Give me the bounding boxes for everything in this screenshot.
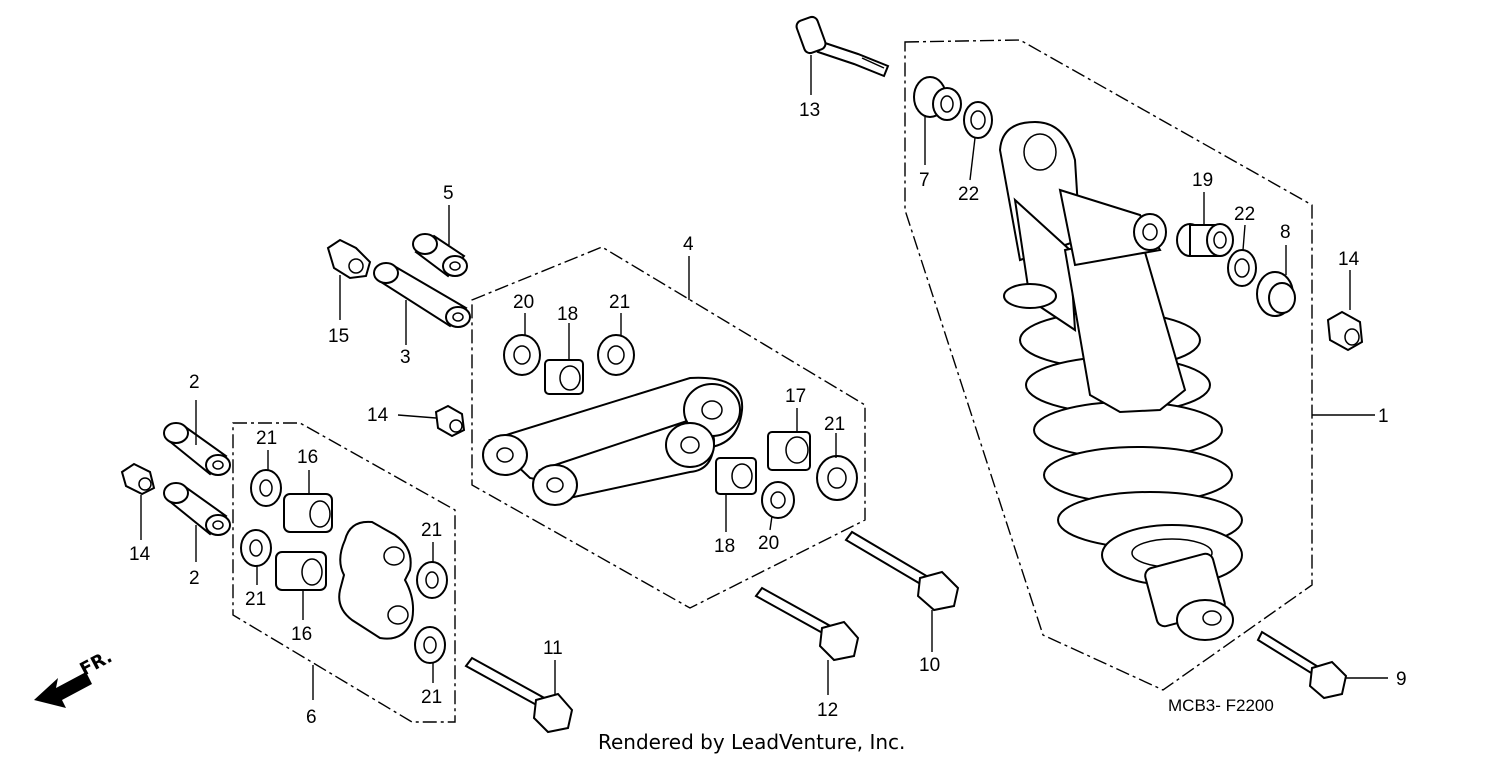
bearing-16-top[interactable] (283, 493, 333, 533)
bearing-17[interactable] (767, 431, 811, 471)
seal-22-right[interactable] (1227, 249, 1257, 287)
callout-labels: 1 2 2 3 4 5 6 7 8 9 10 11 12 13 14 14 14… (129, 100, 1407, 728)
bearing-19[interactable] (1176, 223, 1234, 257)
callout-8: 8 (1280, 222, 1291, 243)
nut-14-right[interactable] (1326, 310, 1364, 352)
seal-21-rod-top-right[interactable] (416, 561, 448, 599)
render-credit: Rendered by LeadVenture, Inc. (598, 730, 905, 754)
bolt-9[interactable] (1256, 630, 1348, 700)
callout-1: 1 (1378, 406, 1389, 427)
bolt-12[interactable] (754, 586, 860, 662)
callout-20-top: 20 (513, 292, 534, 313)
callout-11: 11 (543, 638, 563, 659)
callout-22-top: 22 (958, 184, 979, 205)
callout-18-top: 18 (557, 304, 578, 325)
nut-15[interactable] (326, 238, 372, 280)
callout-19: 19 (1192, 170, 1213, 191)
nut-14-middle[interactable] (434, 404, 466, 438)
bearing-16-bottom[interactable] (275, 551, 327, 591)
callout-21-arm-top: 21 (609, 292, 630, 313)
callout-6: 6 (306, 707, 317, 728)
group-outline-cushion-arm (471, 246, 866, 609)
callout-20-bottom: 20 (758, 533, 779, 554)
callout-10: 10 (919, 655, 940, 676)
callout-12: 12 (817, 700, 838, 721)
collar-2-top[interactable] (163, 422, 231, 476)
collar-7[interactable] (913, 76, 962, 121)
seal-22-top[interactable] (963, 101, 993, 139)
seal-21-rod-bottom-right[interactable] (414, 626, 446, 664)
collar-2-bottom[interactable] (163, 482, 231, 536)
callout-15: 15 (328, 326, 349, 347)
callout-3: 3 (400, 347, 411, 368)
nut-14-left[interactable] (120, 462, 156, 496)
callout-21-rod-bottom-right: 21 (421, 687, 442, 708)
callout-14-middle: 14 (367, 405, 389, 426)
callout-21-rod-top-right: 21 (421, 520, 442, 541)
callout-21-arm-right: 21 (824, 414, 845, 435)
seal-20-top[interactable] (503, 334, 541, 376)
callout-21-rod-top-left: 21 (256, 428, 277, 449)
leader-lines (140, 55, 1388, 700)
callout-2-top: 2 (189, 372, 200, 393)
drawing-code: MCB3- F2200 (1168, 696, 1274, 715)
collar-8[interactable] (1256, 271, 1296, 317)
seal-21-rod-bottom-left[interactable] (240, 529, 272, 567)
seal-21-rod-top-left[interactable] (250, 469, 282, 507)
callout-13: 13 (799, 100, 820, 121)
callout-18-bottom: 18 (714, 536, 735, 557)
front-arrow-icon (34, 672, 92, 708)
group-outline-shock (904, 39, 1313, 691)
bolt-13[interactable] (795, 15, 890, 78)
callout-16-bottom: 16 (291, 624, 312, 645)
callout-22-right: 22 (1234, 204, 1255, 225)
seal-21-arm-right[interactable] (816, 455, 858, 501)
callout-7: 7 (919, 170, 930, 191)
collar-5[interactable] (412, 233, 468, 278)
callout-14-right: 14 (1338, 249, 1360, 270)
bolt-11[interactable] (464, 656, 574, 734)
callout-21-rod-bottom-left: 21 (245, 589, 266, 610)
callout-14-left: 14 (129, 544, 151, 565)
front-direction-marker: FR. (34, 646, 116, 708)
seal-20-bottom[interactable] (761, 481, 795, 519)
bearing-18-top[interactable] (544, 359, 584, 395)
callout-9: 9 (1396, 669, 1407, 690)
callout-4: 4 (683, 234, 694, 255)
seal-21-arm-top[interactable] (597, 334, 635, 376)
bearing-18-bottom[interactable] (715, 457, 757, 495)
group-outline-connecting-rod (232, 422, 456, 723)
bolt-10[interactable] (844, 530, 960, 612)
callout-16-top: 16 (297, 447, 318, 468)
collar-3[interactable] (373, 262, 471, 328)
rear-shock-absorber-1[interactable] (998, 120, 1243, 641)
callout-5: 5 (443, 183, 454, 204)
callout-17: 17 (785, 386, 806, 407)
callout-2-bottom: 2 (189, 568, 200, 589)
connecting-rod-6[interactable] (338, 520, 415, 640)
cushion-arm-4[interactable] (482, 376, 744, 506)
